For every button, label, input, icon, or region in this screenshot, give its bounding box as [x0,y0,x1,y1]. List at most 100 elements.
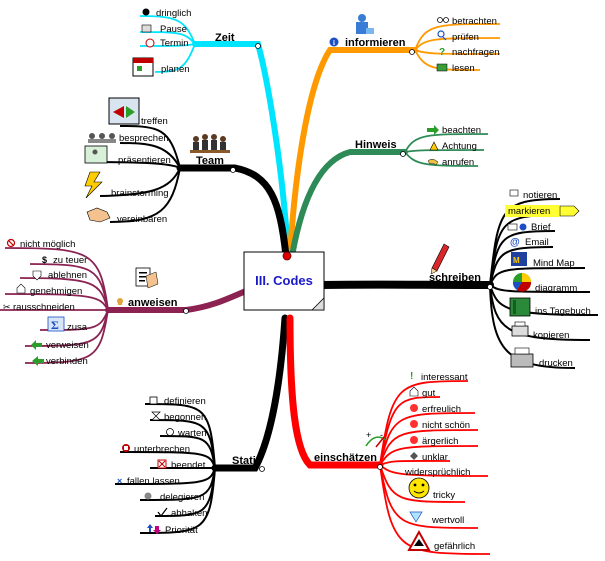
svg-text:kopieren: kopieren [533,330,569,341]
list-item[interactable]: ablehnen [32,270,87,281]
arrow-left-icon [31,340,42,350]
list-item[interactable]: gefährlich [407,529,475,552]
schreiben-items: notieren markieren Brief @ Email M Mind … [505,189,591,369]
svg-text:präsentieren: präsentieren [118,155,171,166]
svg-text:prüfen: prüfen [452,32,479,43]
svg-text:+: + [366,430,371,440]
arrow-right-icon [427,125,439,135]
svg-text:brainstorming: brainstorming [111,188,169,199]
list-item[interactable]: besprechen [88,133,169,144]
warning-icon [429,141,439,151]
list-item[interactable]: ✂ rausschneiden [3,302,75,313]
svg-text:markieren: markieren [508,206,550,217]
list-item[interactable]: notieren [509,189,557,201]
svg-text:zu teuer: zu teuer [53,255,87,266]
list-item[interactable]: Σ zusa [47,316,88,333]
list-item[interactable]: erfreulich [410,404,461,415]
svg-text:dringlich: dringlich [156,8,191,19]
list-item[interactable]: dringlich [142,8,192,19]
mindmap-logo-icon [511,252,527,266]
branch-einschaetzen [286,314,384,469]
list-item[interactable]: unterbrechen [122,444,190,455]
list-item[interactable]: planen [132,57,190,77]
list-item[interactable]: tricky [408,477,455,501]
svg-text:unklar: unklar [422,452,448,463]
clipboard-hand-icon [135,267,159,289]
list-item[interactable]: brainstorming [84,171,169,199]
list-item[interactable]: Brief [507,222,551,233]
center-node[interactable]: III. Codes [243,251,325,311]
handshake-icon [86,207,111,223]
svg-text:Σ: Σ [51,318,59,332]
svg-text:betrachten: betrachten [452,16,497,27]
scissors-icon: ✂ [3,302,11,312]
list-item[interactable]: ärgerlich [410,436,458,447]
list-item[interactable]: unklar [410,452,448,463]
list-item[interactable]: wertvoll [409,511,464,526]
list-item[interactable]: warten [166,428,207,439]
svg-text:abhaken: abhaken [171,508,207,519]
list-item[interactable]: $ zu teuer [42,255,87,266]
list-item[interactable]: kopieren [511,321,569,341]
list-item[interactable]: prüfen [437,30,479,43]
list-item[interactable]: verbinden [32,356,88,367]
list-item[interactable]: ! interessant [410,371,468,383]
svg-text:verweisen: verweisen [46,340,89,351]
tricky-face-icon [408,477,430,499]
list-item[interactable]: vereinbaren [86,207,167,225]
list-item[interactable]: betrachten [437,16,497,27]
list-item[interactable]: @ Email [510,237,549,248]
svg-text:wertvoll: wertvoll [431,515,464,526]
list-item[interactable]: widersprüchlich [404,467,470,478]
einschaetzen-sub-links [379,380,491,555]
list-item[interactable]: ? nachfragen [439,47,500,58]
list-item[interactable]: ins Tagebuch [509,297,591,317]
list-item[interactable]: präsentieren [84,145,171,166]
list-item[interactable]: diagramm [512,273,577,294]
list-item[interactable]: × fallen lassen [117,476,180,487]
pencil-icon [430,243,450,275]
angry-face-icon [410,436,418,444]
list-item[interactable]: genehmigen [16,283,82,297]
svg-text:verbinden: verbinden [46,356,88,367]
list-item[interactable]: Pause [141,24,187,35]
svg-text:widersprüchlich: widersprüchlich [404,467,470,478]
hinweis-items: beachten Achtung anrufen [427,125,481,168]
list-item[interactable]: nicht schön [410,420,470,431]
thumbs-up-icon [16,283,26,294]
list-item[interactable]: beachten [427,125,481,136]
book-icon [436,63,448,72]
list-item[interactable]: abhaken [157,507,207,519]
gauge-plus-minus-icon: + - [365,430,387,448]
list-item[interactable]: nicht möglich [6,238,76,250]
list-item[interactable]: Achtung [429,141,477,152]
svg-text:ablehnen: ablehnen [48,270,87,281]
list-item[interactable]: lesen [436,63,475,74]
list-item[interactable]: anrufen [427,157,474,168]
center-label: III. Codes [255,273,313,288]
list-item[interactable]: beendet [157,459,206,471]
branch-informieren [287,47,418,257]
svg-text:nachfragen: nachfragen [452,47,500,58]
list-item[interactable]: Priorität [147,524,198,536]
branch-label-zeit: Zeit [215,32,235,44]
empty-box-icon [149,396,158,405]
hourglass-icon [151,411,161,421]
list-item[interactable]: drucken [510,347,573,369]
info-small-icon [519,223,527,231]
list-item[interactable]: markieren [505,205,580,217]
cross-icon: × [117,476,122,486]
list-item[interactable]: M Mind Map [511,252,575,269]
list-item[interactable]: treffen [108,97,168,127]
list-item[interactable]: Termin [145,38,189,49]
sad-face-icon [410,420,418,428]
list-item[interactable]: verweisen [31,340,89,351]
sum-icon [47,316,65,332]
unclear-icon [410,452,418,460]
list-item[interactable]: definieren [149,396,206,407]
list-item[interactable]: begonnen [151,411,206,423]
list-item[interactable]: delegieren [144,492,205,503]
list-item[interactable]: gut [409,386,436,399]
stati-items: definieren begonnen warten unterbrechen … [117,396,207,536]
svg-text:drucken: drucken [539,358,573,369]
